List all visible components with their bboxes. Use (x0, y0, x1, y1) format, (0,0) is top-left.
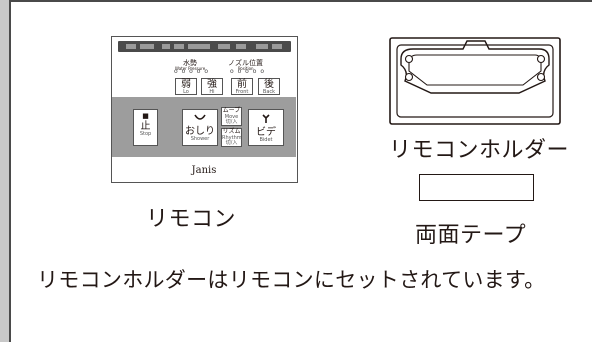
nozzle-back-sublabel: Back (262, 89, 276, 95)
nozzle-position-level-dots: o o o o o (230, 68, 265, 75)
water-force-subheading: Water Pressure (175, 66, 206, 71)
remote-brand-logo: Janis (191, 165, 217, 176)
rhythm-button[interactable]: リズム Rhythm 切/入 (221, 128, 242, 147)
rhythm-toggle-label: 切/入 (225, 140, 238, 147)
remote-control-illustration: 水勢 Water Pressure ノズル位置 Position o o o o… (111, 36, 298, 183)
shower-sublabel: Shower (190, 136, 210, 142)
stop-sublabel: Stop (139, 130, 152, 137)
holder-label: リモコンホルダー (389, 138, 570, 163)
water-weak-sublabel: Lo (183, 89, 189, 95)
nozzle-front-button[interactable]: 前 Front (231, 78, 253, 95)
stop-square-icon: ■ (142, 112, 149, 120)
bidet-spray-icon (262, 114, 270, 123)
water-strong-sublabel: Hi (209, 89, 215, 95)
instruction-page: 水勢 Water Pressure ノズル位置 Position o o o o… (9, 0, 592, 342)
stop-label: 止 (140, 120, 151, 132)
move-button[interactable]: ムーブ Move 切/入 (221, 107, 242, 126)
remote-main-button-area: ■ 止 Stop おしり Shower ムーブ Move 切/入 リズム Rhy… (112, 97, 296, 157)
water-force-heading: 水勢 (183, 59, 197, 67)
remote-top-indicator-strip (118, 41, 291, 52)
shower-button[interactable]: おしり Shower (182, 109, 218, 146)
double-sided-tape-illustration (419, 174, 534, 201)
water-strong-button[interactable]: 強 Hi (201, 78, 223, 95)
nozzle-back-label: 後 (264, 79, 274, 90)
stop-button[interactable]: ■ 止 Stop (133, 109, 158, 146)
shower-spray-icon (194, 114, 206, 120)
water-force-level-dots: o o o o o (174, 68, 209, 75)
water-strong-label: 強 (207, 79, 217, 90)
move-sublabel: Move (224, 113, 239, 120)
shower-label: おしり (185, 126, 215, 137)
nozzle-position-heading: ノズル位置 (228, 59, 263, 67)
water-weak-label: 弱 (181, 79, 191, 90)
nozzle-position-subheading: Position (238, 66, 254, 71)
nozzle-back-button[interactable]: 後 Back (258, 78, 280, 95)
remote-label: リモコン (146, 207, 237, 232)
move-label: ムーブ (222, 107, 241, 114)
nozzle-front-label: 前 (237, 79, 247, 90)
nozzle-front-sublabel: Front (235, 89, 249, 95)
bidet-sublabel: Bidet (259, 137, 273, 143)
water-weak-button[interactable]: 弱 Lo (175, 78, 197, 95)
rhythm-sublabel: Rhythm (222, 134, 242, 141)
remote-holder-illustration (389, 37, 561, 125)
bidet-label: ビデ (256, 127, 276, 138)
tape-label: 両面テープ (415, 223, 527, 248)
move-toggle-label: 切/入 (225, 119, 238, 126)
holder-note: リモコンホルダーはリモコンにセットされています。 (37, 268, 546, 292)
bidet-button[interactable]: ビデ Bidet (248, 109, 284, 146)
rhythm-label: リズム (222, 128, 241, 135)
